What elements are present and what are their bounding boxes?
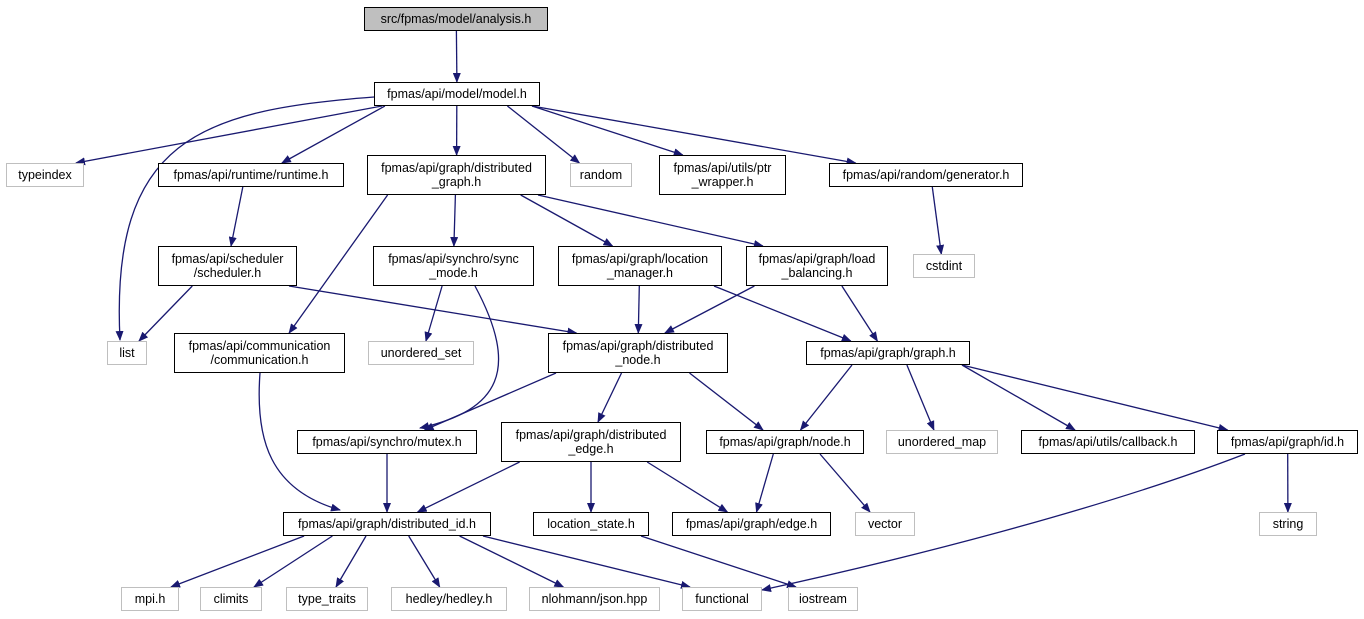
edge-did-to-functional xyxy=(482,535,691,589)
node-edge[interactable]: fpmas/api/graph/edge.h xyxy=(672,512,831,536)
edge-model-to-typeindex xyxy=(75,105,383,166)
node-model[interactable]: fpmas/api/model/model.h xyxy=(374,82,540,106)
edge-did-to-type_traits xyxy=(335,535,367,588)
edge-scheduler-to-dnode xyxy=(288,285,578,336)
node-mutex[interactable]: fpmas/api/synchro/mutex.h xyxy=(297,430,477,454)
edge-graph-to-gid xyxy=(961,364,1229,432)
edge-layer xyxy=(75,30,1292,592)
edge-locstate-to-iostream xyxy=(640,535,797,588)
edge-node-to-vector xyxy=(819,453,871,513)
node-ptrwrapper[interactable]: fpmas/api/utils/ptr _wrapper.h xyxy=(659,155,786,195)
edge-model-to-list xyxy=(115,96,375,341)
edge-did-to-mpi xyxy=(170,535,305,588)
node-list: list xyxy=(107,341,147,365)
node-dnode[interactable]: fpmas/api/graph/distributed _node.h xyxy=(548,333,728,373)
node-graph[interactable]: fpmas/api/graph/graph.h xyxy=(806,341,970,365)
node-typeindex: typeindex xyxy=(6,163,84,187)
node-unordered_set: unordered_set xyxy=(368,341,474,365)
edge-model-to-runtime xyxy=(281,105,386,164)
edge-runtime-to-scheduler xyxy=(228,186,244,247)
node-comm[interactable]: fpmas/api/communication /communication.h xyxy=(174,333,345,373)
node-scheduler[interactable]: fpmas/api/scheduler /scheduler.h xyxy=(158,246,297,286)
node-locstate[interactable]: location_state.h xyxy=(533,512,649,536)
edge-did-to-hedley xyxy=(408,535,441,588)
node-dgraph[interactable]: fpmas/api/graph/distributed _graph.h xyxy=(367,155,546,195)
edge-comm-to-did xyxy=(258,372,341,512)
node-runtime[interactable]: fpmas/api/runtime/runtime.h xyxy=(158,163,344,187)
edge-did-to-json xyxy=(459,535,565,588)
node-syncmode[interactable]: fpmas/api/synchro/sync _mode.h xyxy=(373,246,534,286)
node-dedge[interactable]: fpmas/api/graph/distributed _edge.h xyxy=(501,422,681,462)
edge-graph-to-callback xyxy=(961,364,1076,431)
node-locmgr[interactable]: fpmas/api/graph/location _manager.h xyxy=(558,246,722,286)
node-loadbal[interactable]: fpmas/api/graph/load _balancing.h xyxy=(746,246,888,286)
edge-analysis-to-model xyxy=(452,30,461,83)
edge-dgraph-to-locmgr xyxy=(520,194,614,247)
node-gid[interactable]: fpmas/api/graph/id.h xyxy=(1217,430,1358,454)
node-functional: functional xyxy=(682,587,762,611)
edge-dedge-to-edge xyxy=(646,461,729,513)
node-did[interactable]: fpmas/api/graph/distributed_id.h xyxy=(283,512,491,536)
edge-syncmode-to-unordered_set xyxy=(424,285,443,342)
node-hedley: hedley/hedley.h xyxy=(391,587,507,611)
edge-locmgr-to-dnode xyxy=(634,285,643,334)
node-climits: climits xyxy=(200,587,262,611)
edge-loadbal-to-dnode xyxy=(664,285,755,334)
node-generator[interactable]: fpmas/api/random/generator.h xyxy=(829,163,1023,187)
node-node[interactable]: fpmas/api/graph/node.h xyxy=(706,430,864,454)
node-mpi: mpi.h xyxy=(121,587,179,611)
node-callback[interactable]: fpmas/api/utils/callback.h xyxy=(1021,430,1195,454)
node-vector: vector xyxy=(855,512,915,536)
edge-did-to-climits xyxy=(253,535,333,588)
edge-dgraph-to-loadbal xyxy=(537,194,764,248)
node-unordered_map: unordered_map xyxy=(886,430,998,454)
edge-model-to-random xyxy=(506,105,581,164)
edge-loadbal-to-graph xyxy=(841,285,878,342)
edge-scheduler-to-list xyxy=(138,285,193,342)
edge-graph-to-unordered_map xyxy=(906,364,935,431)
edge-dnode-to-node xyxy=(689,372,764,431)
edge-dgraph-to-syncmode xyxy=(450,194,459,247)
edge-node-to-edge xyxy=(755,453,774,513)
edge-dnode-to-mutex xyxy=(423,372,557,431)
node-random: random xyxy=(570,163,632,187)
edge-gid-to-functional xyxy=(761,453,1246,592)
node-json: nlohmann/json.hpp xyxy=(529,587,660,611)
node-analysis: src/fpmas/model/analysis.h xyxy=(364,7,548,31)
edge-dgraph-to-comm xyxy=(288,194,389,334)
edge-dedge-to-did xyxy=(416,461,520,513)
node-cstdint: cstdint xyxy=(913,254,975,278)
edge-graph-to-node xyxy=(799,364,853,431)
edge-generator-to-cstdint xyxy=(931,186,945,255)
node-type_traits: type_traits xyxy=(286,587,368,611)
edge-model-to-ptrwrapper xyxy=(531,105,684,157)
edge-locmgr-to-graph xyxy=(713,285,852,342)
edge-dnode-to-dedge xyxy=(597,372,623,423)
node-string: string xyxy=(1259,512,1317,536)
node-iostream: iostream xyxy=(788,587,858,611)
edge-model-to-generator xyxy=(531,105,857,166)
